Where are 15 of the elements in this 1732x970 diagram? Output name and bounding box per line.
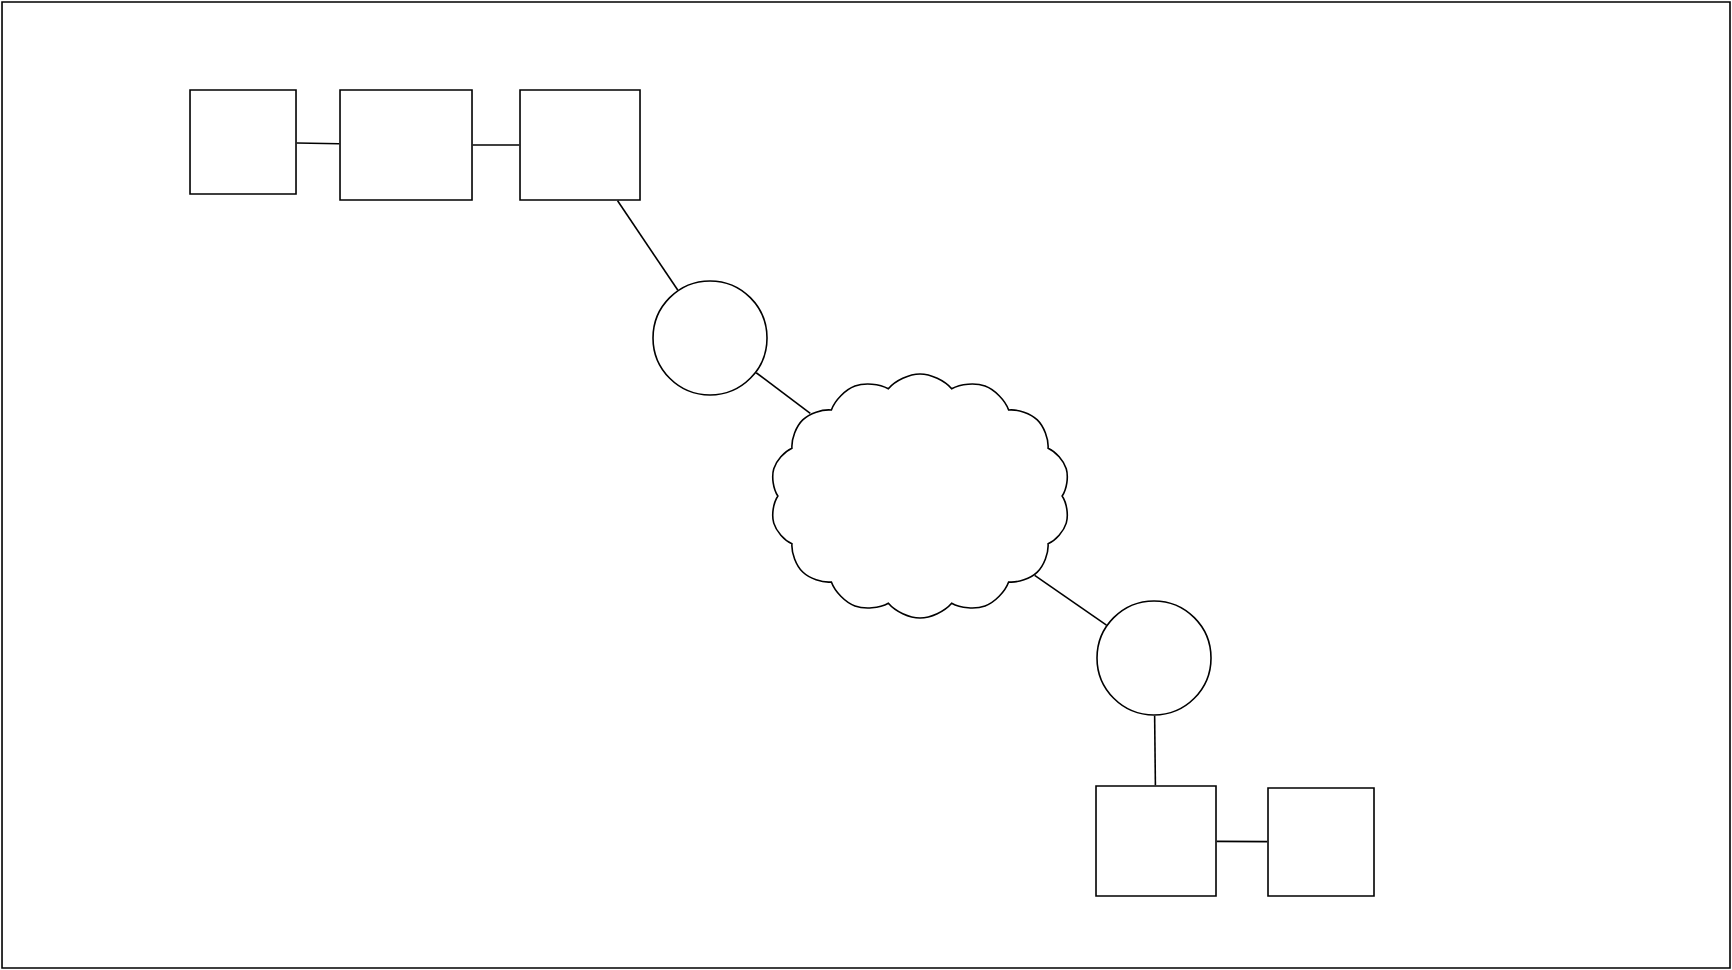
circle-node <box>652 280 768 396</box>
empty-box <box>189 89 297 195</box>
connector-line <box>296 142 341 145</box>
cloud-shape <box>771 373 1069 619</box>
empty-box <box>1095 785 1217 897</box>
empty-box <box>519 89 641 201</box>
connector-line <box>472 144 520 146</box>
circle-node <box>1096 600 1212 716</box>
connector-line <box>1033 574 1108 626</box>
empty-box <box>339 89 473 201</box>
connector-line <box>616 200 679 291</box>
connector-line <box>755 371 812 415</box>
empty-box <box>1267 787 1375 897</box>
connector-line <box>1216 840 1268 843</box>
connector-line <box>1153 715 1157 786</box>
